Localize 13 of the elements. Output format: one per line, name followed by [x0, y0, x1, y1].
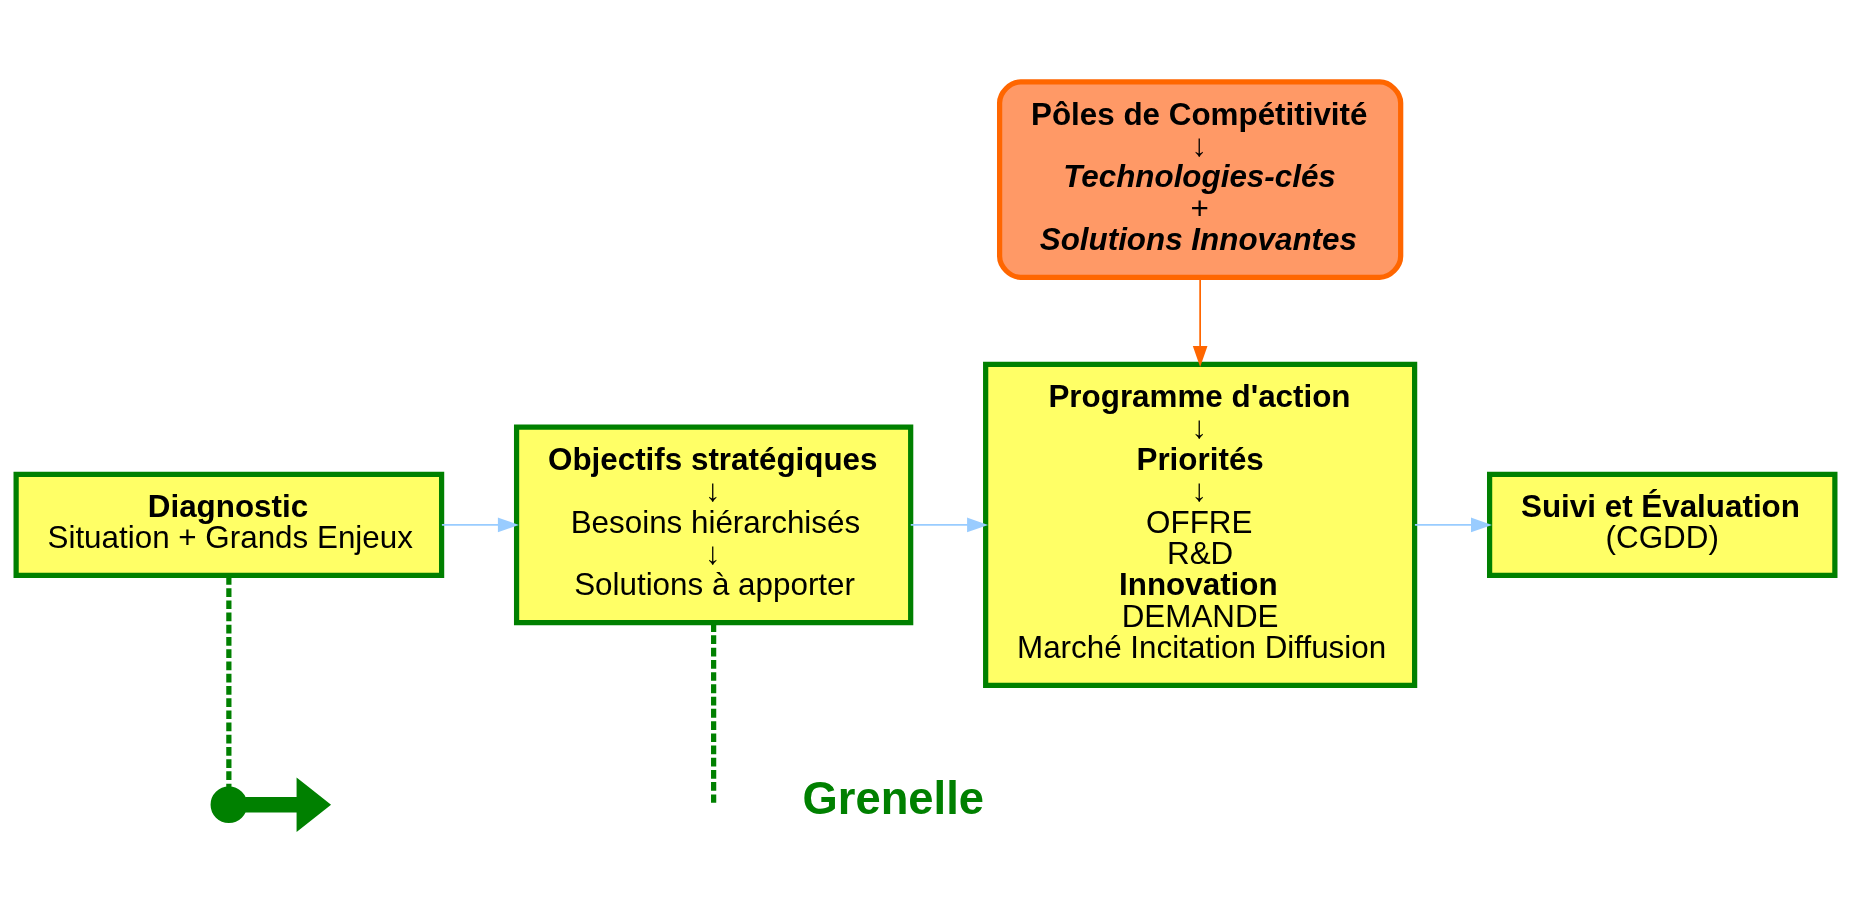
node-box: Diagnostic Situation + Grands Enjeux — [13, 471, 445, 578]
arrow — [1414, 517, 1492, 532]
arrow — [909, 517, 989, 532]
node-box: Pôles de Compétitivité ↓ Technologies-clés + Solutions Innovantes — [997, 78, 1404, 280]
arrow — [441, 517, 519, 532]
node-box: Suivi et Évaluation (CGDD) — [1487, 471, 1838, 578]
node-box: Objectifs stratégiques ↓ Besoins hiérarchisés ↓ Solutions à apporter — [513, 424, 914, 625]
node-circle — [210, 785, 248, 823]
label: Grenelle — [802, 772, 984, 824]
connector — [711, 622, 717, 803]
node-box: Programme d'action ↓ Priorités ↓ OFFRE R&D Innovation DEMANDE Marché Incitation Diffusion — [983, 361, 1418, 688]
connector — [226, 575, 232, 789]
arrow — [245, 777, 332, 832]
